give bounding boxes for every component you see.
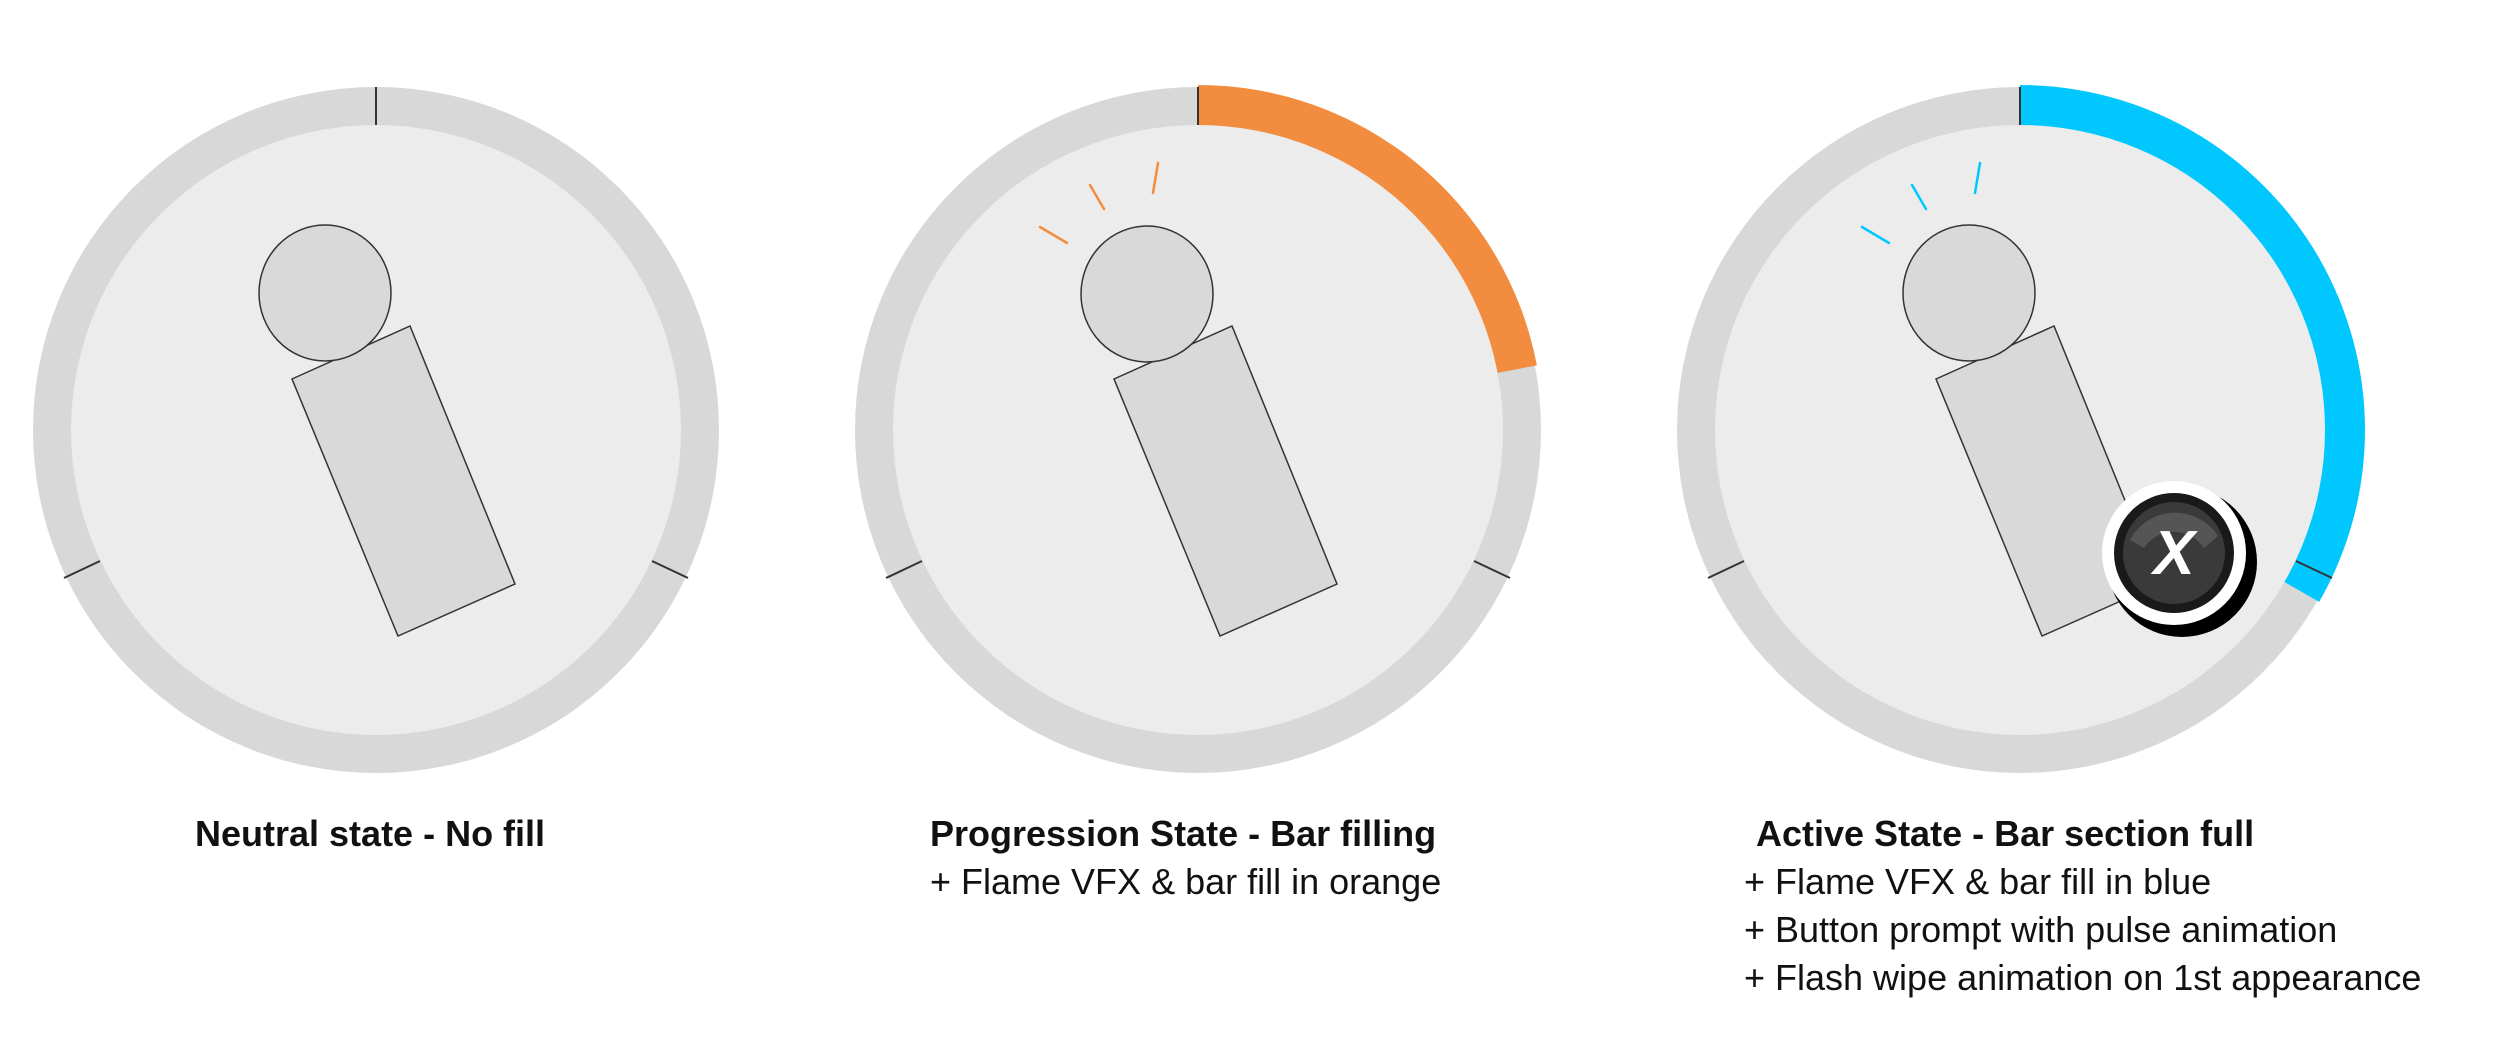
character-body (291, 324, 516, 637)
segment-divider (1707, 560, 1745, 579)
state-note: + Flash wipe animation on 1st appearance (1744, 957, 2422, 998)
state-title: Neutral state - No fill (195, 813, 546, 854)
state-note: + Flame VFX & bar fill in orange (930, 861, 1442, 902)
state-panel-active: X Active State - Bar section full + Flam… (1644, 0, 2464, 1048)
button-prompt-x: X (2102, 481, 2257, 637)
state-title: Progression State - Bar filling (930, 813, 1437, 854)
character-head (1080, 225, 1214, 363)
flame-vfx-blue (1860, 161, 1982, 245)
segment-divider (1473, 560, 1511, 579)
state-note: + Flame VFX & bar fill in blue (1744, 861, 2212, 902)
segment-divider (651, 560, 689, 579)
character-head (258, 224, 392, 362)
segment-divider (63, 560, 101, 579)
state-panel-neutral: Neutral state - No fill (0, 0, 820, 1048)
dial-progression (855, 85, 1541, 773)
state-panel-progression: Progression State - Bar filling + Flame … (822, 0, 1642, 1048)
segment-divider (2295, 560, 2333, 579)
state-note: + Button prompt with pulse animation (1744, 909, 2338, 950)
segment-divider (885, 560, 923, 579)
button-prompt-label: X (2150, 519, 2198, 588)
state-title: Active State - Bar section full (1756, 813, 2255, 854)
dial-active: X (1677, 85, 2365, 773)
character-head (1902, 224, 2036, 362)
flame-vfx-orange (1038, 161, 1160, 245)
dial-neutral (33, 87, 719, 773)
